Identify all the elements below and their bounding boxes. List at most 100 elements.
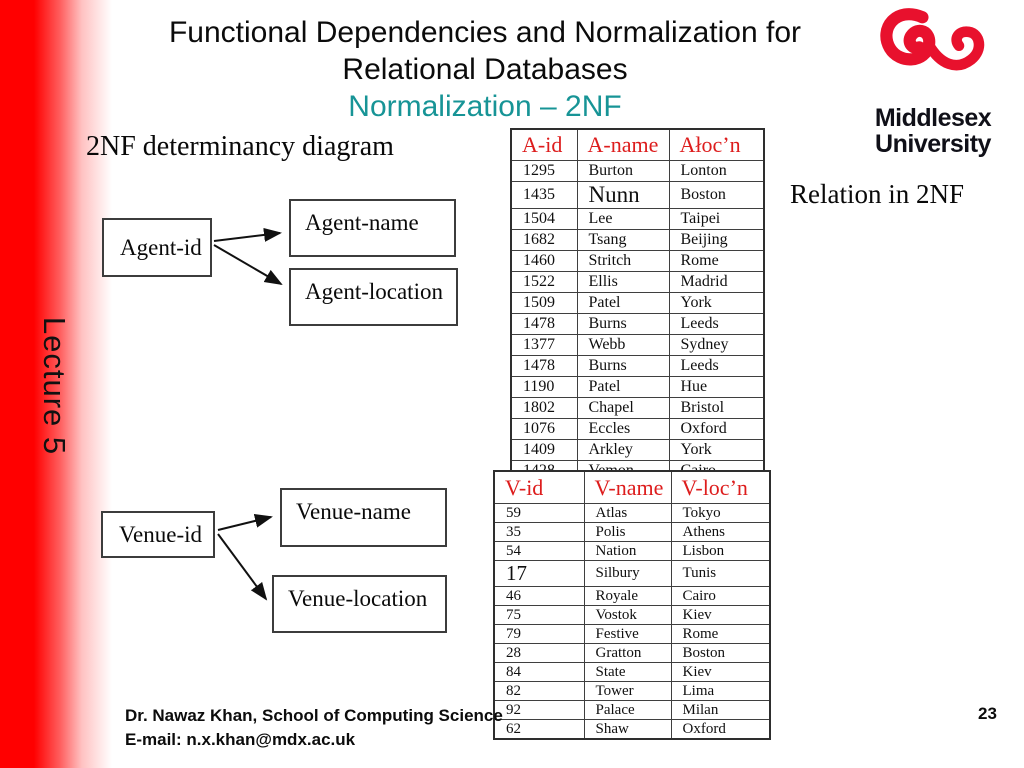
table-cell: 1460: [510, 250, 578, 272]
table-cell: Oxford: [670, 719, 771, 740]
table-cell: Lee: [576, 208, 670, 230]
agent-id-box: Agent-id: [102, 218, 212, 277]
table-cell: Polis: [583, 522, 672, 542]
table-cell: 1522: [510, 271, 578, 293]
table-cell: Webb: [576, 334, 670, 356]
table-cell: 92: [493, 700, 585, 720]
table-cell: Nunn: [576, 181, 670, 209]
relation-in-2nf-label: Relation in 2NF: [790, 179, 964, 209]
table-cell: 35: [493, 522, 585, 542]
table-cell: Hue: [668, 376, 765, 398]
table-cell: 1076: [510, 418, 578, 440]
table-cell: 59: [493, 503, 585, 523]
table-cell: Bristol: [668, 397, 765, 419]
table-cell: Lisbon: [670, 541, 771, 561]
table-cell: 1377: [510, 334, 578, 356]
agent-name-box: Agent-name: [289, 199, 456, 257]
table-cell: Cairo: [670, 586, 771, 606]
slide-title-line1: Functional Dependencies and Normalizatio…: [168, 16, 802, 49]
table-cell: Athens: [670, 522, 771, 542]
university-logo-text: Middlesex University: [854, 105, 1012, 157]
agent-location-box: Agent-location: [289, 268, 458, 326]
table-cell: Beijing: [668, 229, 765, 251]
table-cell: 46: [493, 586, 585, 606]
lecture-number-label: Lecture 5: [37, 316, 72, 456]
table-cell: Nation: [583, 541, 672, 561]
logo-name-line2: University: [875, 130, 991, 158]
table-cell: Rome: [670, 624, 771, 644]
table-cell: Stritch: [576, 250, 670, 272]
footer-author-line: Dr. Nawaz Khan, School of Computing Scie…: [125, 706, 503, 725]
arrow-agent-id-to-location: [213, 244, 283, 286]
table-cell: Lima: [670, 681, 771, 701]
table-cell: 1478: [510, 313, 578, 335]
slide-title-line2: Relational Databases: [342, 53, 628, 86]
table-cell: York: [668, 439, 765, 461]
table-cell: Kiev: [670, 605, 771, 625]
table-cell: Oxford: [668, 418, 765, 440]
table-cell: 79: [493, 624, 585, 644]
venue-name-box: Venue-name: [280, 488, 447, 547]
page-number: 23: [978, 704, 997, 723]
table-cell: Leeds: [668, 313, 765, 335]
table-cell: Eccles: [576, 418, 670, 440]
table-cell: Sydney: [668, 334, 765, 356]
table-cell: Atlas: [583, 503, 672, 523]
column-header: A-id: [510, 128, 578, 161]
table-cell: 1295: [510, 160, 578, 182]
table-cell: Tsang: [576, 229, 670, 251]
table-cell: 1190: [510, 376, 578, 398]
table-cell: Burton: [576, 160, 670, 182]
table-cell: 84: [493, 662, 585, 682]
table-cell: State: [583, 662, 672, 682]
table-cell: Chapel: [576, 397, 670, 419]
column-header: Ałoc’n: [668, 128, 765, 161]
table-cell: Leeds: [668, 355, 765, 377]
table-cell: Rome: [668, 250, 765, 272]
middlesex-swirl-icon: [880, 8, 985, 71]
table-cell: Tunis: [670, 560, 771, 587]
table-cell: Burns: [576, 313, 670, 335]
table-cell: 1435: [510, 181, 578, 209]
university-logo: Middlesex University: [854, 4, 1012, 157]
venue-id-box: Venue-id: [101, 511, 215, 558]
table-cell: 62: [493, 719, 585, 740]
table-cell: 1802: [510, 397, 578, 419]
arrow-venue-id-to-name: [217, 514, 273, 531]
table-cell: 1504: [510, 208, 578, 230]
table-cell: Shaw: [583, 719, 672, 740]
arrow-venue-id-to-location: [217, 533, 268, 601]
table-cell: Palace: [583, 700, 672, 720]
table-cell: Silbury: [583, 560, 672, 587]
table-cell: 17: [493, 560, 585, 587]
slide-header: Functional Dependencies and Normalizatio…: [110, 14, 860, 125]
table-cell: York: [668, 292, 765, 314]
table-cell: Ellis: [576, 271, 670, 293]
table-cell: Milan: [670, 700, 771, 720]
column-header: V-id: [493, 470, 585, 504]
table-cell: Taipei: [668, 208, 765, 230]
table-cell: Kiev: [670, 662, 771, 682]
footer-email-line: E-mail: n.x.khan@mdx.ac.uk: [125, 730, 356, 749]
column-header: V-name: [583, 470, 672, 504]
